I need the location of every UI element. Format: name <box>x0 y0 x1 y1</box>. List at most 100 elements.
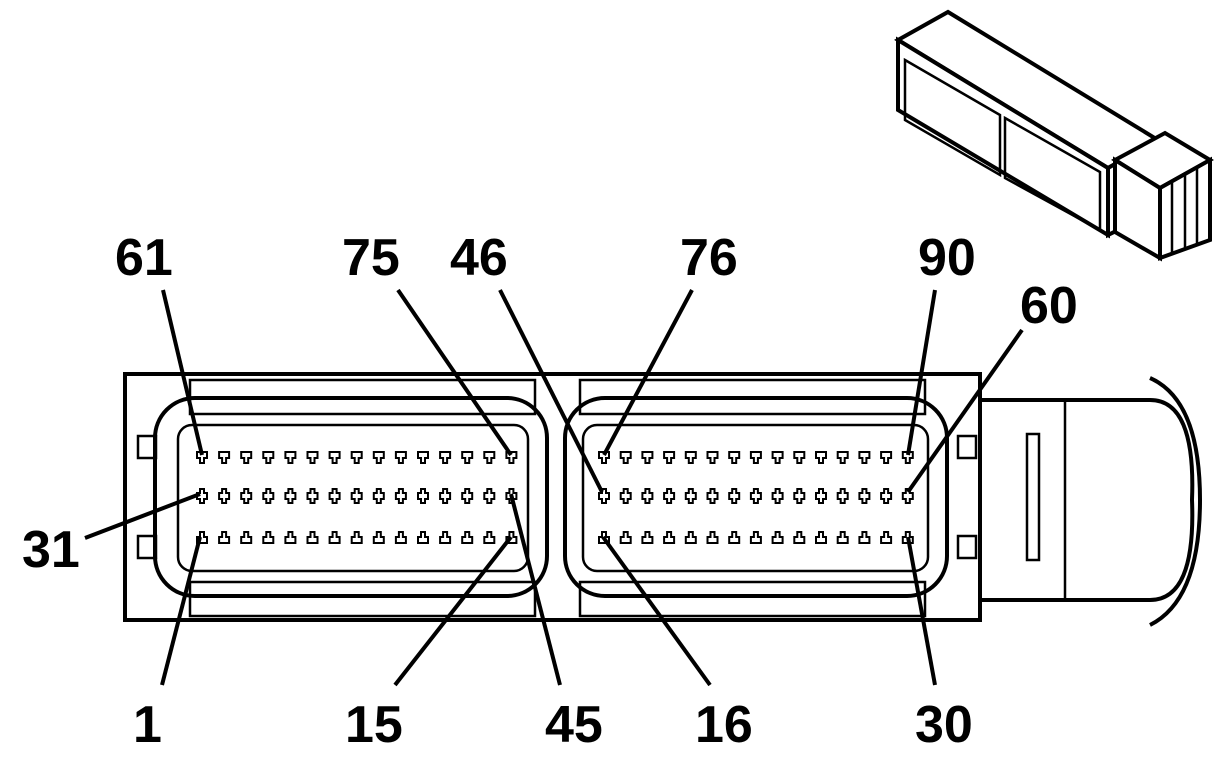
connector-latch <box>978 376 1203 627</box>
pin-cavity <box>728 488 741 504</box>
label-pin-31: 31 <box>22 521 80 579</box>
pin-cavity <box>771 488 784 504</box>
leader-46 <box>498 289 604 493</box>
pin-cavity <box>706 488 719 504</box>
pin-cavity <box>641 531 654 544</box>
pin-cavity <box>394 488 407 504</box>
pin-cavity <box>240 531 253 544</box>
pin-cavity <box>439 488 452 504</box>
label-pin-15: 15 <box>345 696 403 754</box>
pin-cavity <box>439 451 452 464</box>
leader-lines <box>84 288 1024 687</box>
pin-cavity <box>328 488 341 504</box>
pin-cavity <box>372 488 385 504</box>
pin-cavity <box>641 451 654 464</box>
pin-cavity <box>749 488 762 504</box>
label-pin-61: 61 <box>115 229 173 287</box>
label-pin-30: 30 <box>915 696 973 754</box>
pin-cavity <box>815 531 827 544</box>
pin-cavity <box>218 488 231 504</box>
pin-cavity <box>284 488 297 504</box>
label-pin-46: 46 <box>450 229 508 287</box>
pin-cavity <box>240 451 253 464</box>
pin-cavity <box>394 451 407 464</box>
leader-76 <box>602 289 694 456</box>
pin-cavity <box>306 451 319 464</box>
pin-cavity <box>372 531 385 544</box>
leader-90 <box>906 289 937 456</box>
leader-31 <box>84 492 201 540</box>
pin-cavity <box>858 488 871 504</box>
pin-cavity <box>417 531 429 544</box>
pin-cavity <box>771 531 784 544</box>
label-pin-45: 45 <box>545 696 603 754</box>
label-pin-16: 16 <box>695 696 753 754</box>
pin-cavity <box>815 488 827 504</box>
pin-cavity <box>218 451 231 464</box>
leader-1 <box>160 536 202 686</box>
pin-cavity <box>262 451 275 464</box>
pin-cavity <box>598 451 610 464</box>
pin-cavity <box>619 531 632 544</box>
pin-cavity <box>417 451 429 464</box>
pin-cavity <box>684 488 697 504</box>
pin-cavity <box>684 531 697 544</box>
pin-cavity <box>306 531 319 544</box>
pin-cavity <box>350 451 363 464</box>
leader-60 <box>906 328 1024 494</box>
pin-cavity <box>836 488 849 504</box>
pin-cavity <box>483 488 496 504</box>
pin-cavity <box>417 488 429 504</box>
pin-cavity <box>619 488 632 504</box>
pin-cavity <box>350 531 363 544</box>
pin-cavity <box>394 531 407 544</box>
pin-cavity <box>836 451 849 464</box>
label-pin-76: 76 <box>680 229 738 287</box>
pin-cavity <box>350 488 363 504</box>
pin-cavity <box>284 451 297 464</box>
pin-cavity <box>793 531 806 544</box>
pin-cavity <box>793 451 806 464</box>
pin-cavity <box>901 451 914 464</box>
pin-cavity <box>483 451 496 464</box>
leader-45 <box>509 493 562 686</box>
pin-cavity <box>728 531 741 544</box>
pin-cavity <box>663 451 676 464</box>
pin-cavity <box>749 451 762 464</box>
pin-cavity <box>880 451 893 464</box>
pin-labels: 61 75 46 76 90 60 31 1 15 45 16 30 <box>22 229 1078 754</box>
pin-cavity <box>880 531 893 544</box>
leader-75 <box>396 288 513 457</box>
pin-cavity <box>706 451 719 464</box>
pin-cavity <box>328 531 341 544</box>
pin-cavity <box>240 488 253 504</box>
leader-61 <box>161 289 204 456</box>
pin-cavity <box>793 488 806 504</box>
pin-cavity <box>598 488 610 504</box>
pin-cavity <box>858 531 871 544</box>
pin-cavity <box>815 451 827 464</box>
pin-cavity <box>771 451 784 464</box>
leader-30 <box>906 536 937 686</box>
pin-cavity <box>663 531 676 544</box>
pin-cavity <box>461 488 474 504</box>
label-pin-1: 1 <box>133 696 162 754</box>
pin-cavity <box>728 451 741 464</box>
pin-cavity <box>328 451 341 464</box>
leader-15 <box>393 535 513 687</box>
pin-cavity <box>461 451 474 464</box>
label-pin-75: 75 <box>342 229 400 287</box>
pin-cavity <box>218 531 231 544</box>
pin-cavity <box>306 488 319 504</box>
pin-cavity <box>749 531 762 544</box>
pin-cavity <box>836 531 849 544</box>
connector-isometric-view <box>894 9 1214 262</box>
pin-cavity <box>858 451 871 464</box>
pin-cavity <box>483 531 496 544</box>
pin-cavity <box>880 488 893 504</box>
pin-cavity <box>284 531 297 544</box>
pin-cavity <box>901 488 914 504</box>
pin-cavity <box>196 488 208 504</box>
pin-cavity <box>262 531 275 544</box>
pin-cavity <box>663 488 676 504</box>
